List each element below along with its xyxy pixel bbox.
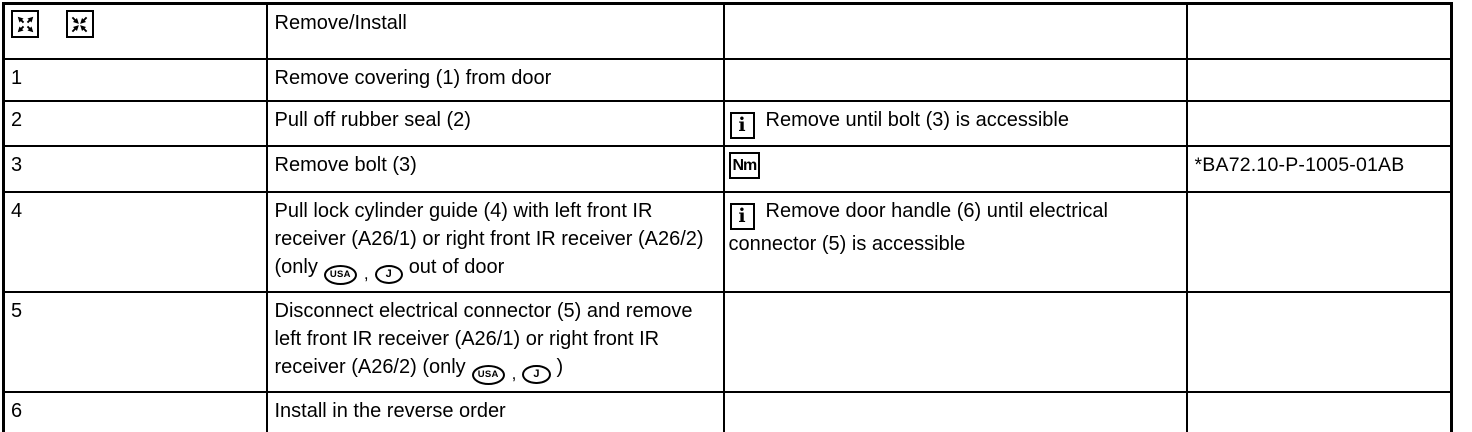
table-row: 1 Remove covering (1) from door: [2, 58, 1453, 102]
japan-country-badge: J: [522, 365, 551, 384]
ref-cell: [1185, 58, 1453, 102]
expand-icon[interactable]: [11, 10, 39, 38]
note-cell: Nm: [722, 145, 1188, 193]
usa-country-badge: USA: [323, 265, 357, 285]
ref-cell: *BA72.10-P-1005-01AB: [1185, 145, 1453, 193]
instruction-text: ): [556, 356, 564, 378]
step-cell: 2: [2, 100, 268, 147]
note-cell: [722, 291, 1188, 393]
ref-cell: [1185, 391, 1453, 432]
japan-country-badge: J: [374, 265, 403, 284]
usa-country-badge: USA: [471, 365, 505, 385]
step-cell: 4: [2, 191, 268, 293]
info-icon: i: [729, 203, 755, 230]
step-cell: 5: [2, 291, 268, 393]
step-cell: 3: [2, 145, 268, 193]
collapse-icon[interactable]: [65, 10, 94, 38]
note-cell: i Remove until bolt (3) is accessible: [722, 100, 1188, 147]
header-icons-cell: [2, 2, 268, 60]
instruction-text: out of door: [408, 256, 505, 278]
table-row: 4 Pull lock cylinder guide (4) with left…: [2, 191, 1453, 293]
badge-separator: ,: [511, 364, 517, 383]
step-number: 1: [11, 67, 23, 89]
step-number: 5: [11, 300, 23, 322]
instruction-cell: Remove covering (1) from door: [265, 58, 725, 102]
instruction-text: Remove covering (1) from door: [274, 67, 552, 89]
header-row: Remove/Install: [2, 2, 1453, 60]
section-title: Remove/Install: [274, 12, 407, 34]
torque-nm-icon: Nm: [728, 152, 761, 179]
ref-cell: [1185, 191, 1453, 293]
table-row: 5 Disconnect electrical connector (5) an…: [2, 291, 1453, 393]
info-icon: i: [729, 112, 755, 139]
instruction-cell: Pull off rubber seal (2): [265, 100, 725, 147]
step-number: 6: [11, 400, 23, 422]
table-row: 3 Remove bolt (3) Nm *BA72.10-P-1005-01A…: [2, 145, 1453, 193]
table-row: 6 Install in the reverse order: [2, 391, 1453, 432]
instruction-text: Remove bolt (3): [274, 154, 417, 176]
instruction-text: Pull lock cylinder guide (4) with left f…: [274, 200, 704, 278]
ref-cell: [1185, 100, 1453, 147]
note-cell: [722, 391, 1188, 432]
instruction-cell: Remove bolt (3): [265, 145, 725, 193]
step-cell: 6: [2, 391, 268, 432]
badge-separator: ,: [363, 264, 369, 283]
table-row: 2 Pull off rubber seal (2) i Remove until…: [2, 100, 1453, 147]
step-number: 4: [11, 200, 23, 222]
ref-cell: [1185, 2, 1453, 60]
step-number: 2: [11, 109, 23, 131]
instruction-text: Pull off rubber seal (2): [274, 109, 471, 131]
instruction-cell: Pull lock cylinder guide (4) with left f…: [265, 191, 725, 293]
ref-cell: [1185, 291, 1453, 393]
note-cell: [722, 58, 1188, 102]
note-text: Remove door handle (6) until electrical …: [728, 200, 1108, 255]
section-title-cell: Remove/Install: [265, 2, 725, 60]
instruction-cell: Install in the reverse order: [265, 391, 725, 432]
note-cell: [722, 2, 1188, 60]
instruction-cell: Disconnect electrical connector (5) and …: [265, 291, 725, 393]
instruction-text: Install in the reverse order: [274, 400, 506, 422]
note-text: Remove until bolt (3) is accessible: [765, 109, 1069, 131]
torque-reference: *BA72.10-P-1005-01AB: [1194, 154, 1405, 176]
step-number: 3: [11, 154, 23, 176]
instruction-text: Disconnect electrical connector (5) and …: [274, 300, 693, 378]
step-cell: 1: [2, 58, 268, 102]
